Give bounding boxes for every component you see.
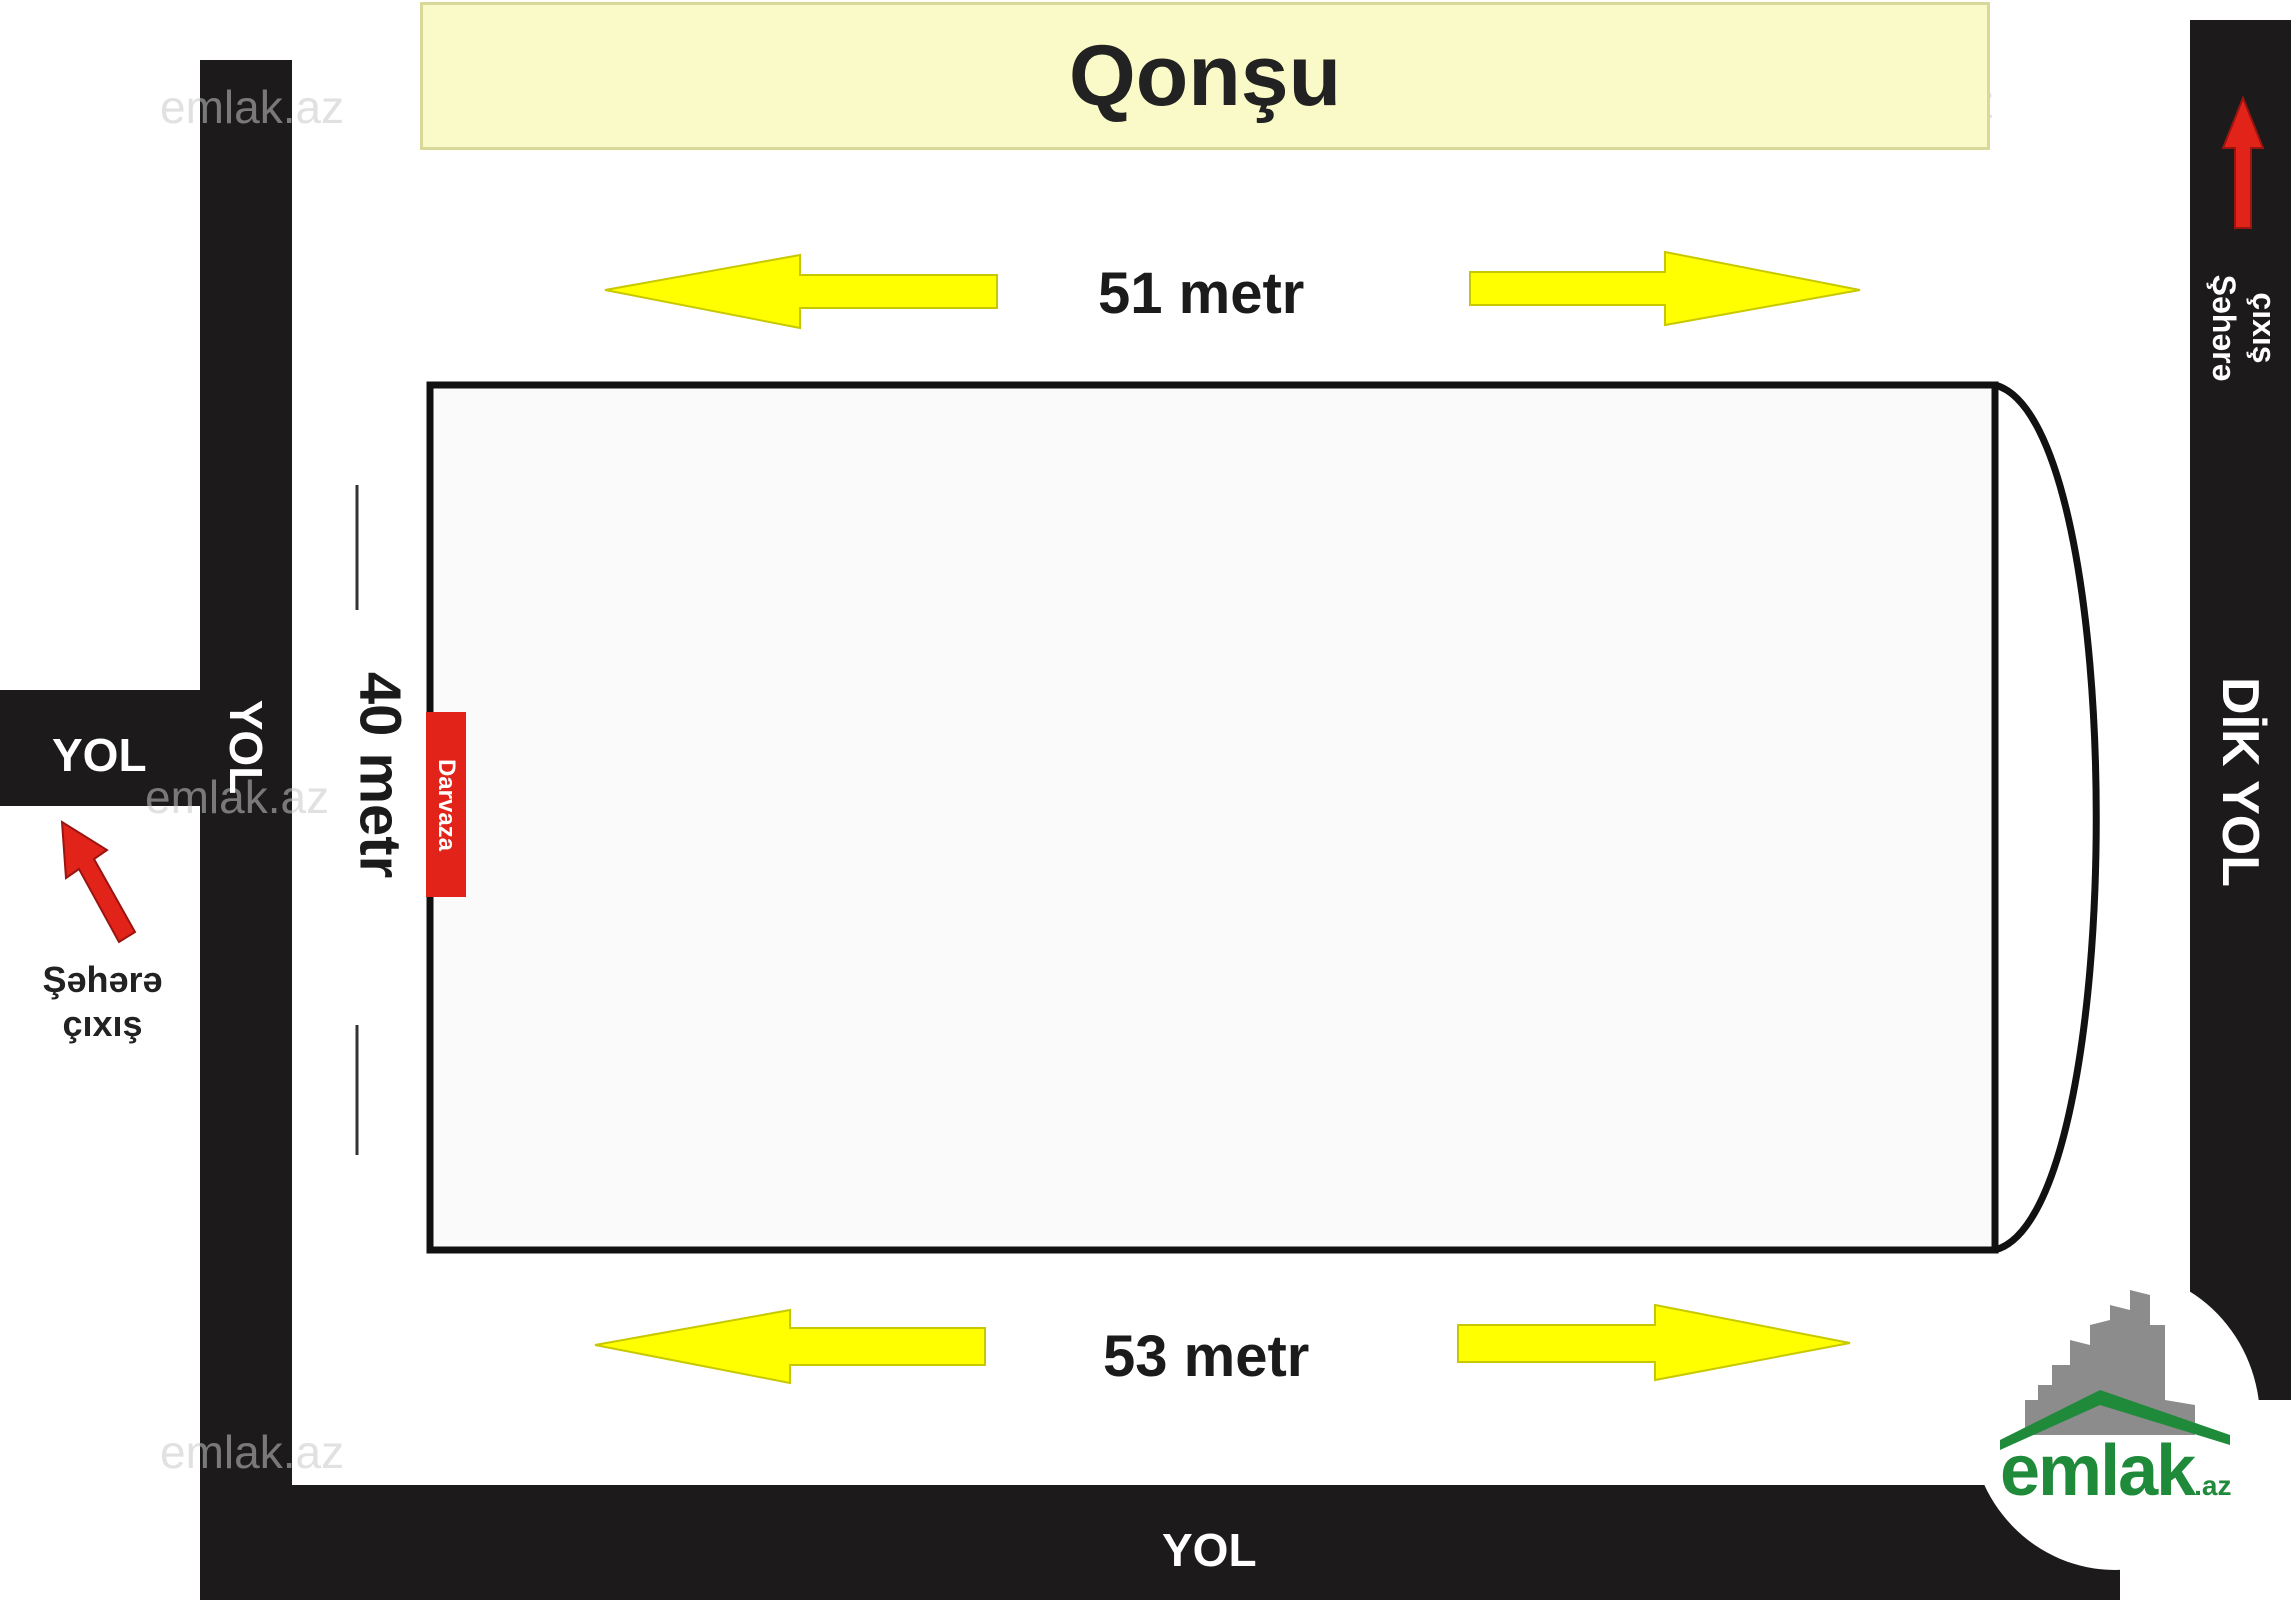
exit-label-right-inner: çıxış Şəhərə [2204, 243, 2284, 413]
road-right-label: DİK YOL [2211, 677, 2269, 887]
gate-marker: Darvaza [426, 712, 466, 897]
left-dimension-label: 40 metr [347, 671, 413, 879]
logo-text: emlak.az [2000, 1430, 2232, 1512]
road-bottom-label: YOL [1162, 1524, 1257, 1576]
exit-label-right: çıxış Şəhərə [2155, 275, 2291, 382]
gate-label: Darvaza [433, 758, 460, 851]
exit-arrow-icon [60, 820, 137, 944]
road-left-horizontal [0, 690, 292, 806]
watermark: emlak.az [160, 81, 345, 133]
road-left-vertical [200, 60, 292, 1600]
bottom-dimension-label: 53 metr [1103, 1324, 1310, 1389]
road-left-horizontal-label: YOL [52, 729, 147, 781]
top-dimension-label: 51 metr [1098, 261, 1305, 326]
arrow-right-icon [1469, 250, 1861, 327]
arrow-right-icon [1457, 1303, 1851, 1382]
exit-label-line: Şəhərə [2206, 274, 2242, 382]
plot-outline [426, 381, 1999, 1254]
neighbor-label: Qonşu [1068, 27, 1342, 124]
watermark: emlak.az [145, 771, 330, 823]
exit-label-line: çıxış [62, 1003, 143, 1044]
arrow-left-icon [594, 1308, 986, 1385]
logo-brand: emlak [2000, 1431, 2196, 1511]
exit-arrow-icon [2221, 95, 2265, 229]
neighbor-box: Qonşu [420, 2, 1990, 150]
exit-label-line: Şəhərə [42, 959, 163, 1000]
exit-label-line: çıxış [2246, 292, 2282, 364]
logo-buildings-icon [2000, 1290, 2230, 1450]
watermark: emlak.az [160, 1426, 345, 1478]
emlak-logo: emlak.az [1970, 1270, 2260, 1570]
road-left-vertical-label: YOL [220, 699, 272, 795]
arrow-left-icon [604, 253, 998, 330]
road-right [2190, 20, 2291, 1400]
exit-label-left: Şəhərə çıxış [15, 958, 190, 1046]
logo-suffix: .az [2194, 1470, 2232, 1501]
plot-curved-edge [1993, 381, 2100, 1254]
road-bottom [200, 1485, 2120, 1600]
